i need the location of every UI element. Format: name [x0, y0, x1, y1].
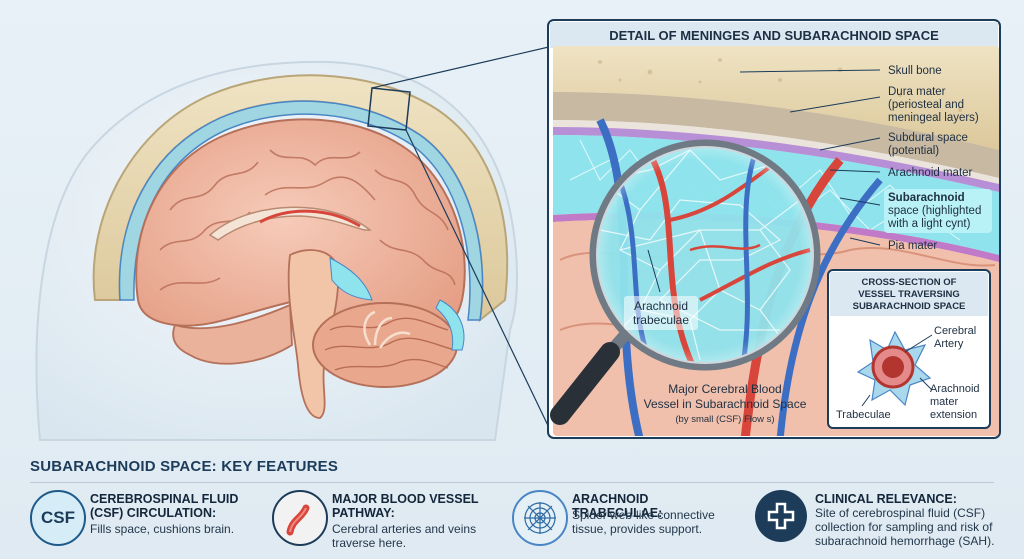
- cerebrum: [135, 118, 466, 342]
- detail-panel-title: DETAIL OF MENINGES AND SUBARACHNOID SPAC…: [609, 28, 939, 43]
- corpus-callosum: [208, 206, 372, 241]
- label-pia-mater: Pia mater: [888, 240, 937, 252]
- inset-artery-2: Artery: [934, 338, 964, 350]
- label-subarachnoid-1: Subarachnoid: [888, 192, 965, 204]
- csf-icon: CSF: [30, 490, 86, 546]
- label-subdural-2: (potential): [888, 145, 939, 157]
- feature-title-1: CEREBROSPINAL FLUID: [90, 492, 239, 506]
- inset-ext-2: mater: [930, 396, 958, 408]
- skull-bone-layer: [553, 46, 999, 150]
- pericallosal-vessel: [259, 209, 361, 228]
- csf-badge-text: CSF: [41, 508, 75, 527]
- feature-desc-1: Cerebral arteries and veins: [332, 522, 477, 536]
- label-dura-mater-1: Dura mater: [888, 86, 946, 98]
- feature-trabeculae: ARACHNOID TRABECULAE: Spider web-like co…: [512, 490, 742, 552]
- feature-desc-1: Site of cerebrospinal fluid (CSF): [815, 506, 986, 520]
- gyri-lines: [159, 149, 456, 291]
- feature-title-2: PATHWAY:: [332, 506, 395, 520]
- zoom-connector-top: [371, 45, 554, 89]
- feature-title-1: MAJOR BLOOD VESSEL: [332, 492, 479, 506]
- temporal-lobe: [172, 303, 293, 365]
- layer-labels: Skull bone Dura mater (periosteal and me…: [624, 65, 992, 425]
- inset-trabeculae: Trabeculae: [836, 409, 891, 421]
- feature-blood-vessel: MAJOR BLOOD VESSEL PATHWAY: Cerebral art…: [272, 490, 502, 552]
- label-subarachnoid-3: with a light cynt): [887, 218, 971, 230]
- label-skull-bone: Skull bone: [888, 65, 942, 77]
- feature-desc-1: Fills space, cushions brain.: [90, 522, 235, 536]
- feature-clinical: CLINICAL RELEVANCE: Site of cerebrospina…: [755, 490, 1005, 552]
- csf-cistern: [329, 257, 373, 301]
- label-trabeculae-2: trabeculae: [633, 313, 689, 327]
- features-title: SUBARACHNOID SPACE: KEY FEATURES: [30, 458, 339, 475]
- magnifier-handle: [550, 342, 620, 425]
- zoom-connector-bottom: [405, 129, 554, 437]
- label-subarachnoid-2: space (highlighted: [888, 205, 981, 217]
- medical-cross-icon: [755, 490, 807, 542]
- label-leaders: [647, 69, 881, 293]
- inset-title-2: VESSEL TRAVERSING: [858, 289, 960, 300]
- cerebellum: [312, 302, 458, 388]
- web-icon: [512, 490, 568, 546]
- feature-desc-2: traverse here.: [332, 536, 407, 550]
- label-dura-mater-3: meningeal layers): [888, 112, 979, 124]
- csf-cistern-posterior: [435, 299, 465, 351]
- head-section: [35, 45, 554, 441]
- feature-title-2: (CSF) CIRCULATION:: [90, 506, 217, 520]
- label-subdural-1: Subdural space: [888, 132, 968, 144]
- inset-ext-1: Arachnoid: [930, 383, 980, 395]
- dura-mater-layer: [553, 92, 999, 178]
- label-dura-mater-2: (periosteal and: [888, 99, 964, 111]
- meninges-band: [118, 100, 484, 321]
- arbor-vitae: [363, 310, 411, 349]
- label-vessel-1: Major Cerebral Blood: [668, 382, 781, 396]
- inset-artery-lumen: [882, 356, 904, 378]
- label-trabeculae-1: Arachnoid: [634, 299, 688, 313]
- blood-vessel-icon: [272, 490, 328, 546]
- feature-title-1: ARACHNOID TRABECULAE:: [572, 492, 663, 520]
- inset-artery-1: Cerebral: [934, 325, 976, 337]
- features-divider: [30, 482, 994, 483]
- subarachnoid-highlight: [884, 189, 992, 233]
- arachnoid-mater-layer: [553, 127, 999, 192]
- cross-section-inset: CROSS-SECTION OF VESSEL TRAVERSING SUBAR…: [827, 269, 991, 429]
- trabeculae-label-bg: [624, 296, 698, 330]
- inset-title-1: CROSS-SECTION OF: [861, 277, 956, 288]
- feature-csf: CSF CEREBROSPINAL FLUID (CSF) CIRCULATIO…: [30, 490, 255, 552]
- feature-desc-1: Spider web-like connective: [572, 508, 715, 522]
- feature-desc-2: tissue, provides support.: [572, 522, 703, 536]
- feature-desc-3: subarachnoid hemorrhage (SAH).: [815, 534, 995, 548]
- label-vessel-3: (by small (CSF) Flow s): [675, 414, 774, 425]
- inset-title-3: SUBARACHNOID SPACE: [853, 301, 966, 312]
- detail-panel-header: [550, 22, 998, 48]
- feature-desc-2: collection for sampling and risk of: [815, 520, 993, 534]
- feature-title-1: CLINICAL RELEVANCE:: [815, 492, 957, 506]
- label-vessel-2: Vessel in Subarachnoid Space: [644, 397, 807, 411]
- label-arachnoid-mater: Arachnoid mater: [888, 167, 973, 179]
- detail-panel: DETAIL OF MENINGES AND SUBARACHNOID SPAC…: [547, 19, 1001, 439]
- inset-ext-3: extension: [930, 409, 977, 421]
